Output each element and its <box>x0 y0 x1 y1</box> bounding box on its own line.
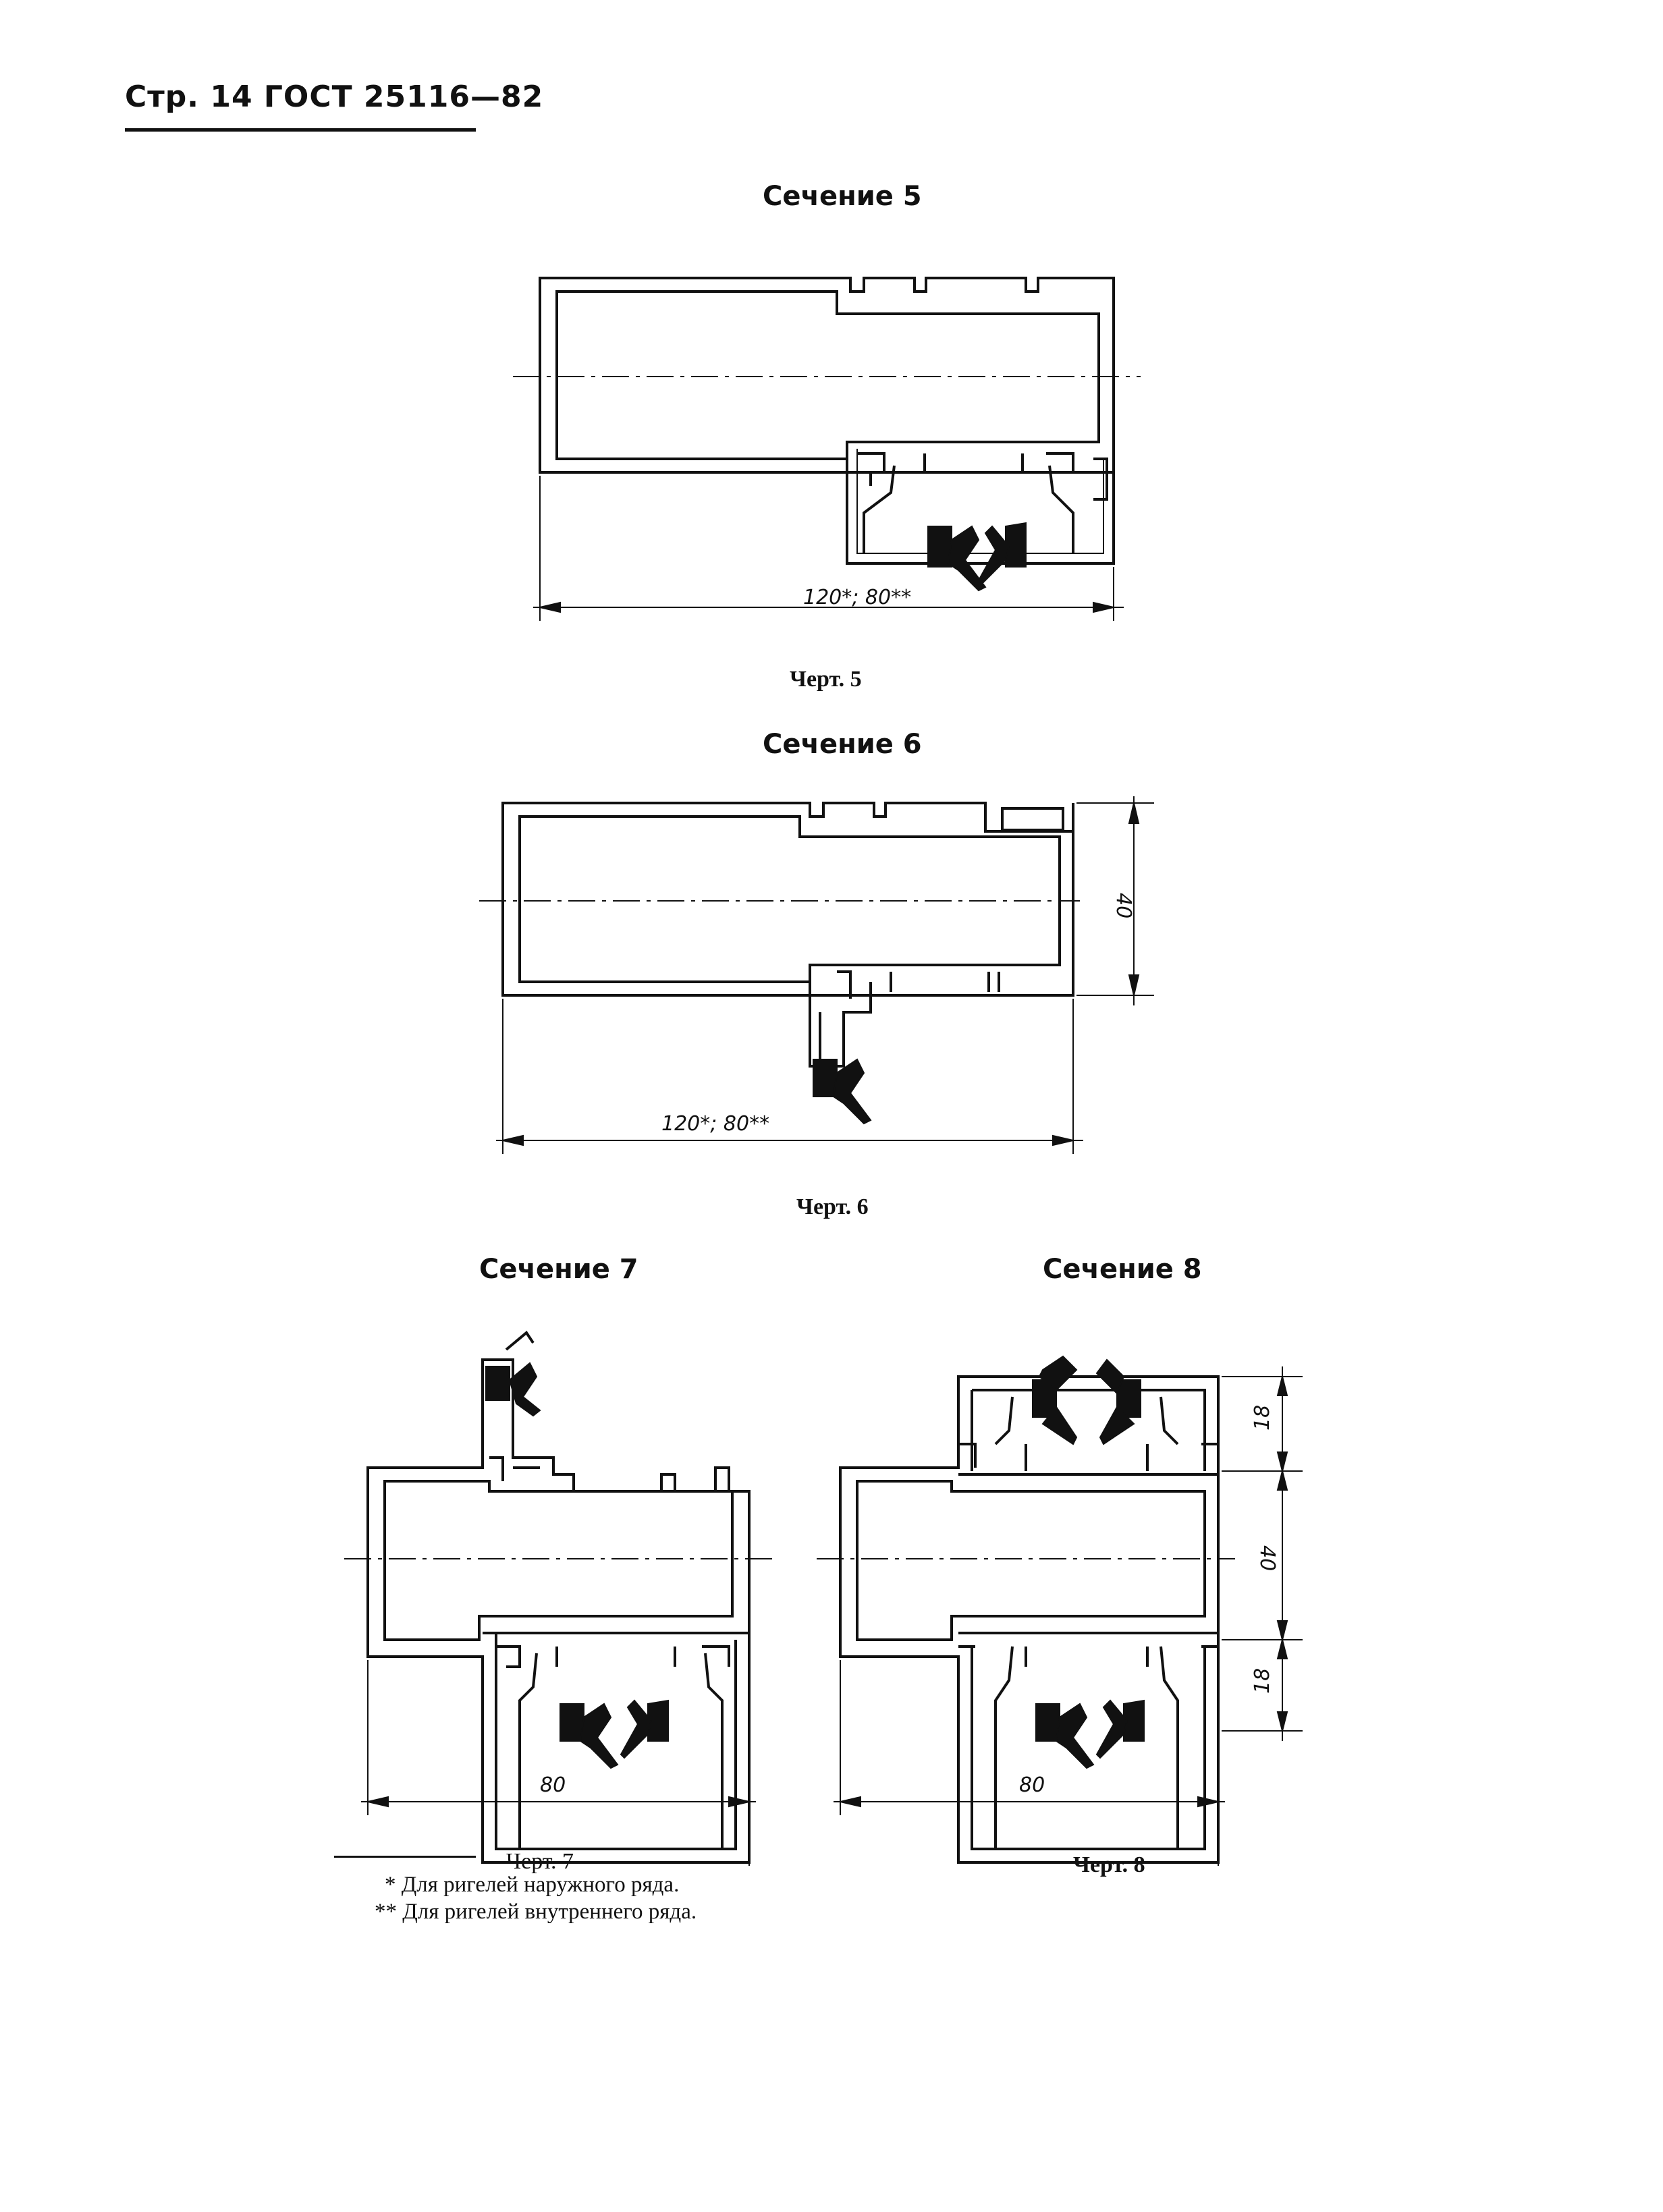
section-6-height-dimension: 40 <box>1112 893 1135 918</box>
section-5-dimension: 120*; 80** <box>803 586 911 609</box>
section-8-dim-middle: 40 <box>1255 1545 1279 1571</box>
page-header: Стр. 14 ГОСТ 25116—82 <box>125 80 544 114</box>
section-8-dim-bottom: 18 <box>1251 1668 1274 1694</box>
section-6-caption: Черт. 6 <box>796 1194 869 1219</box>
section-6-title: Сечение 6 <box>763 729 922 760</box>
footnote-2: ** Для ригелей внутреннего ряда. <box>375 1900 697 1924</box>
section-8-title: Сечение 8 <box>1043 1254 1202 1285</box>
section-7-caption: Черт. 7 <box>506 1849 574 1874</box>
section-8-dimension: 80 <box>1019 1773 1045 1797</box>
footnote-1: * Для ригелей наружного ряда. <box>385 1873 680 1897</box>
header-underline <box>125 128 476 132</box>
section-6-dimension: 120*; 80** <box>661 1112 769 1136</box>
footnote-separator <box>334 1856 476 1858</box>
section-8-caption: Черт. 8 <box>1073 1852 1145 1877</box>
section-8-dim-top: 18 <box>1251 1405 1274 1431</box>
section-7-title: Сечение 7 <box>479 1254 638 1285</box>
section-7-dimension: 80 <box>540 1773 566 1797</box>
section-5-title: Сечение 5 <box>763 181 922 212</box>
section-5-caption: Черт. 5 <box>790 667 862 692</box>
